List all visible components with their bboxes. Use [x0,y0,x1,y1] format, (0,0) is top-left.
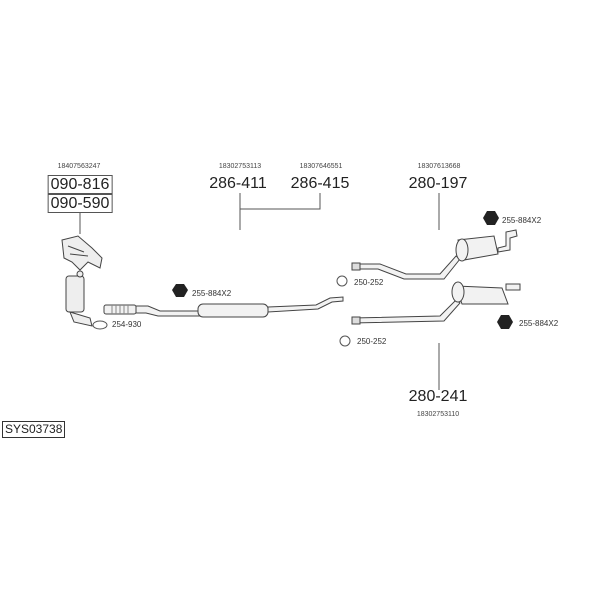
clamp-icons [92,275,351,347]
part-number-box[interactable]: 090-590 [47,194,113,213]
accessory-label[interactable]: 254-930 [112,320,142,329]
part-number[interactable]: 280-197 [408,175,468,192]
accessory-label[interactable]: 250-252 [357,337,387,346]
leader-line-286-415 [240,193,321,210]
part-number[interactable]: 286-411 [209,175,267,192]
part-number-box[interactable]: 090-816 [47,175,113,194]
oe-number: 18307613668 [417,163,461,170]
rear-silencer-upper-drawing [351,229,518,280]
accessory-label[interactable]: 255-884X2 [192,289,232,298]
accessory-label[interactable]: 255-884X2 [502,216,542,225]
oe-number: 18302753113 [218,163,262,170]
part-number[interactable]: 280-241 [408,388,468,405]
nut-icons [172,211,513,329]
rear-silencer-lower-drawing [351,281,521,325]
system-code: SYS03738 [2,421,66,438]
nut-icon [483,211,499,225]
oe-number: 18307646551 [299,163,343,170]
oe-number: 18302753110 [416,411,460,418]
nut-icon [172,284,188,297]
clamp-icon [339,335,351,347]
accessory-label[interactable]: 250-252 [354,278,384,287]
manifold-catalyst [61,235,103,327]
oe-number: 18407563247 [57,163,101,170]
clamp-icon [336,275,348,287]
accessory-label[interactable]: 255-884X2 [519,319,559,328]
gasket-icon [92,320,108,330]
nut-icon [497,315,513,329]
part-number[interactable]: 286-415 [290,175,350,192]
front-pipe-drawing [103,296,344,318]
